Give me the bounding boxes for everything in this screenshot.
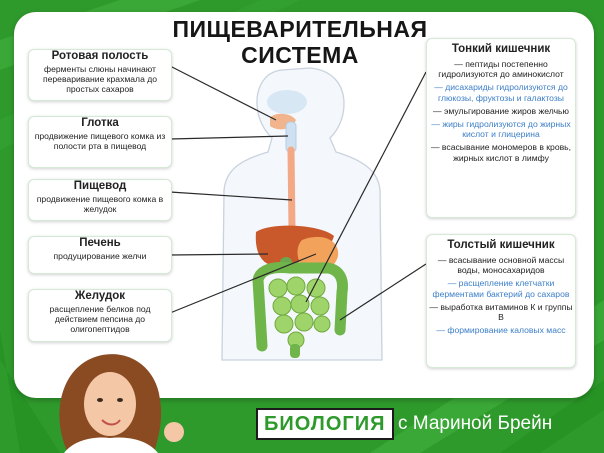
small-intestine-item: — дисахариды гидролизуются до глюкозы, ф… bbox=[434, 82, 568, 103]
box-large-intestine: Толстый кишечник — всасывание основной м… bbox=[426, 234, 576, 368]
subject-logo: БИОЛОГИЯ bbox=[256, 408, 394, 440]
box-heading: Печень bbox=[79, 237, 121, 249]
small-intestine-loops bbox=[268, 276, 331, 349]
box-stomach: Желудок расщепление белков под действием… bbox=[28, 289, 172, 342]
box-oral-cavity: Ротовая полость ферменты слюны начинают … bbox=[28, 49, 172, 101]
box-text: продуцирование желчи bbox=[53, 251, 147, 261]
box-esophagus: Пищевод продвижение пищевого комка в жел… bbox=[28, 179, 172, 221]
branding: БИОЛОГИЯ с Мариной Брейн bbox=[250, 404, 590, 444]
box-liver: Печень продуцирование желчи bbox=[28, 236, 172, 274]
box-text: продвижение пищевого комка в желудок bbox=[36, 194, 164, 215]
box-heading: Тонкий кишечник bbox=[451, 43, 551, 55]
large-intestine-item: — всасывание основной массы воды, моноса… bbox=[437, 255, 565, 276]
small-intestine-item: — пептиды постепенно гидролизуются до ам… bbox=[438, 59, 564, 80]
box-text: расщепление белков под действием пепсина… bbox=[49, 304, 151, 335]
large-intestine bbox=[252, 262, 348, 352]
presenter-shoulders bbox=[64, 437, 158, 453]
nasal-cavity bbox=[267, 90, 307, 114]
title-line-2: СИСТЕМА bbox=[241, 42, 359, 68]
large-intestine-item: — выработка витаминов К и группы В bbox=[429, 301, 573, 323]
large-intestine-item: — расщепление клетчатки ферментами бакте… bbox=[432, 278, 570, 299]
presenter-illustration bbox=[59, 354, 184, 453]
presenter-eye-left bbox=[97, 398, 103, 402]
esophagus bbox=[287, 146, 296, 234]
small-intestine-item: — жиры гидролизуются до жирных кислот и … bbox=[431, 119, 571, 140]
small-intestine-item: — эмульгирование жиров желчью bbox=[433, 105, 569, 116]
title-line-1: ПИЩЕВАРИТЕЛЬНАЯ bbox=[172, 16, 428, 42]
box-heading: Глотка bbox=[81, 117, 119, 129]
author-label: с Мариной Брейн bbox=[398, 413, 553, 434]
box-heading: Пищевод bbox=[73, 180, 127, 192]
presenter-face bbox=[84, 372, 136, 436]
box-pharynx: Глотка продвижение пищевого комка из пол… bbox=[28, 116, 172, 168]
large-intestine-item: — формирование каловых масс bbox=[436, 325, 566, 336]
box-text: продвижение пищевого комка из полости рт… bbox=[34, 131, 166, 152]
small-intestine-item: — всасывание мономеров в кровь, жирных к… bbox=[430, 142, 572, 163]
presenter-eye-right bbox=[117, 398, 123, 402]
box-small-intestine: Тонкий кишечник — пептиды постепенно гид… bbox=[426, 38, 576, 218]
presenter-hand bbox=[164, 422, 184, 442]
liver bbox=[255, 225, 334, 267]
page-title: ПИЩЕВАРИТЕЛЬНАЯ СИСТЕМА bbox=[150, 16, 450, 68]
box-heading: Толстый кишечник bbox=[447, 239, 555, 251]
box-text: ферменты слюны начинают переваривание кр… bbox=[42, 64, 158, 95]
box-heading: Желудок bbox=[74, 290, 126, 302]
pointer-lines bbox=[169, 65, 427, 321]
presenter-mouth bbox=[101, 419, 121, 426]
rectum bbox=[290, 344, 300, 358]
box-heading: Ротовая полость bbox=[51, 50, 149, 62]
